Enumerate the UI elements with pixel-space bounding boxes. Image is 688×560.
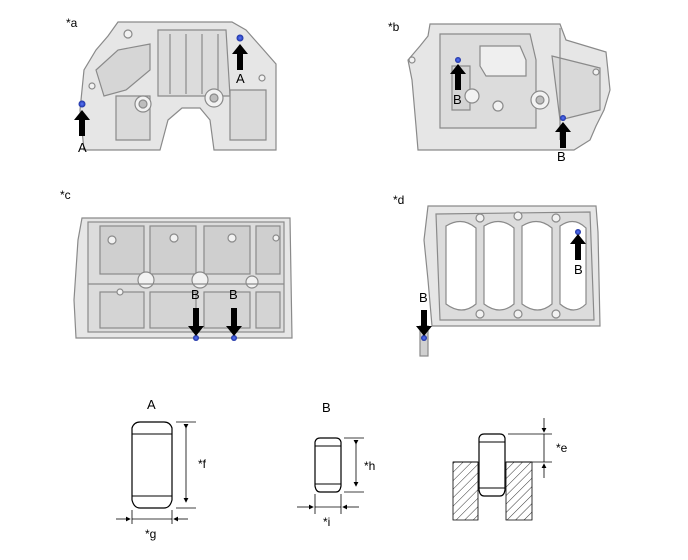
pin-b-height-tag: *h (364, 459, 375, 473)
pin-a-shape (131, 421, 173, 509)
arrow-icon (232, 44, 248, 70)
arrow-icon (570, 234, 586, 260)
pin-b-right (560, 115, 566, 121)
callout-a-left: A (78, 140, 87, 155)
pin-b-title: B (322, 400, 331, 415)
pin-d-bottom (421, 335, 427, 341)
view-d-casting (419, 205, 601, 357)
arrow-icon (188, 308, 204, 336)
view-c: *c B B (60, 188, 293, 341)
callout-d-top: B (574, 262, 583, 277)
callout-c-right: B (229, 287, 238, 302)
pin-a-right (236, 34, 244, 42)
pin-b-left (455, 57, 461, 63)
pin-b-width-tag: *i (323, 515, 330, 529)
pin-a-height-tag: *f (198, 457, 207, 471)
arrow-icon (74, 110, 90, 136)
pin-a-title: A (147, 397, 156, 412)
view-c-casting (73, 217, 293, 339)
view-d-tag: *d (393, 193, 404, 207)
installed-pin-shape (478, 433, 506, 497)
pin-a-left (78, 100, 86, 108)
arrow-icon (450, 64, 466, 90)
view-c-tag: *c (60, 188, 71, 202)
arrow-icon (226, 308, 242, 336)
callout-c-left: B (191, 287, 200, 302)
pin-c-right (231, 335, 237, 341)
view-b: *b B B (388, 20, 611, 164)
pin-b-shape (314, 437, 342, 493)
callout-d-bottom: B (419, 290, 428, 305)
protrusion-tag: *e (556, 441, 568, 455)
view-b-casting (407, 23, 611, 151)
installed-pin-detail: *e (452, 418, 568, 521)
block-section-right (505, 461, 533, 521)
pin-a-detail: A *f *g (116, 397, 207, 541)
pin-b-detail: B *h *i (297, 400, 375, 529)
callout-b-left: B (453, 92, 462, 107)
pin-a-width-tag: *g (145, 527, 156, 541)
pin-d-top (575, 229, 581, 235)
block-section-left (452, 461, 479, 521)
view-a-tag: *a (66, 16, 78, 30)
arrow-icon (416, 310, 432, 336)
arrow-icon (555, 122, 571, 148)
view-a: *a A A (66, 16, 277, 155)
view-d: *d B B (393, 193, 601, 357)
view-a-casting (79, 21, 277, 151)
view-b-tag: *b (388, 20, 400, 34)
callout-b-right: B (557, 149, 566, 164)
callout-a-right: A (236, 71, 245, 86)
pin-c-left (193, 335, 199, 341)
